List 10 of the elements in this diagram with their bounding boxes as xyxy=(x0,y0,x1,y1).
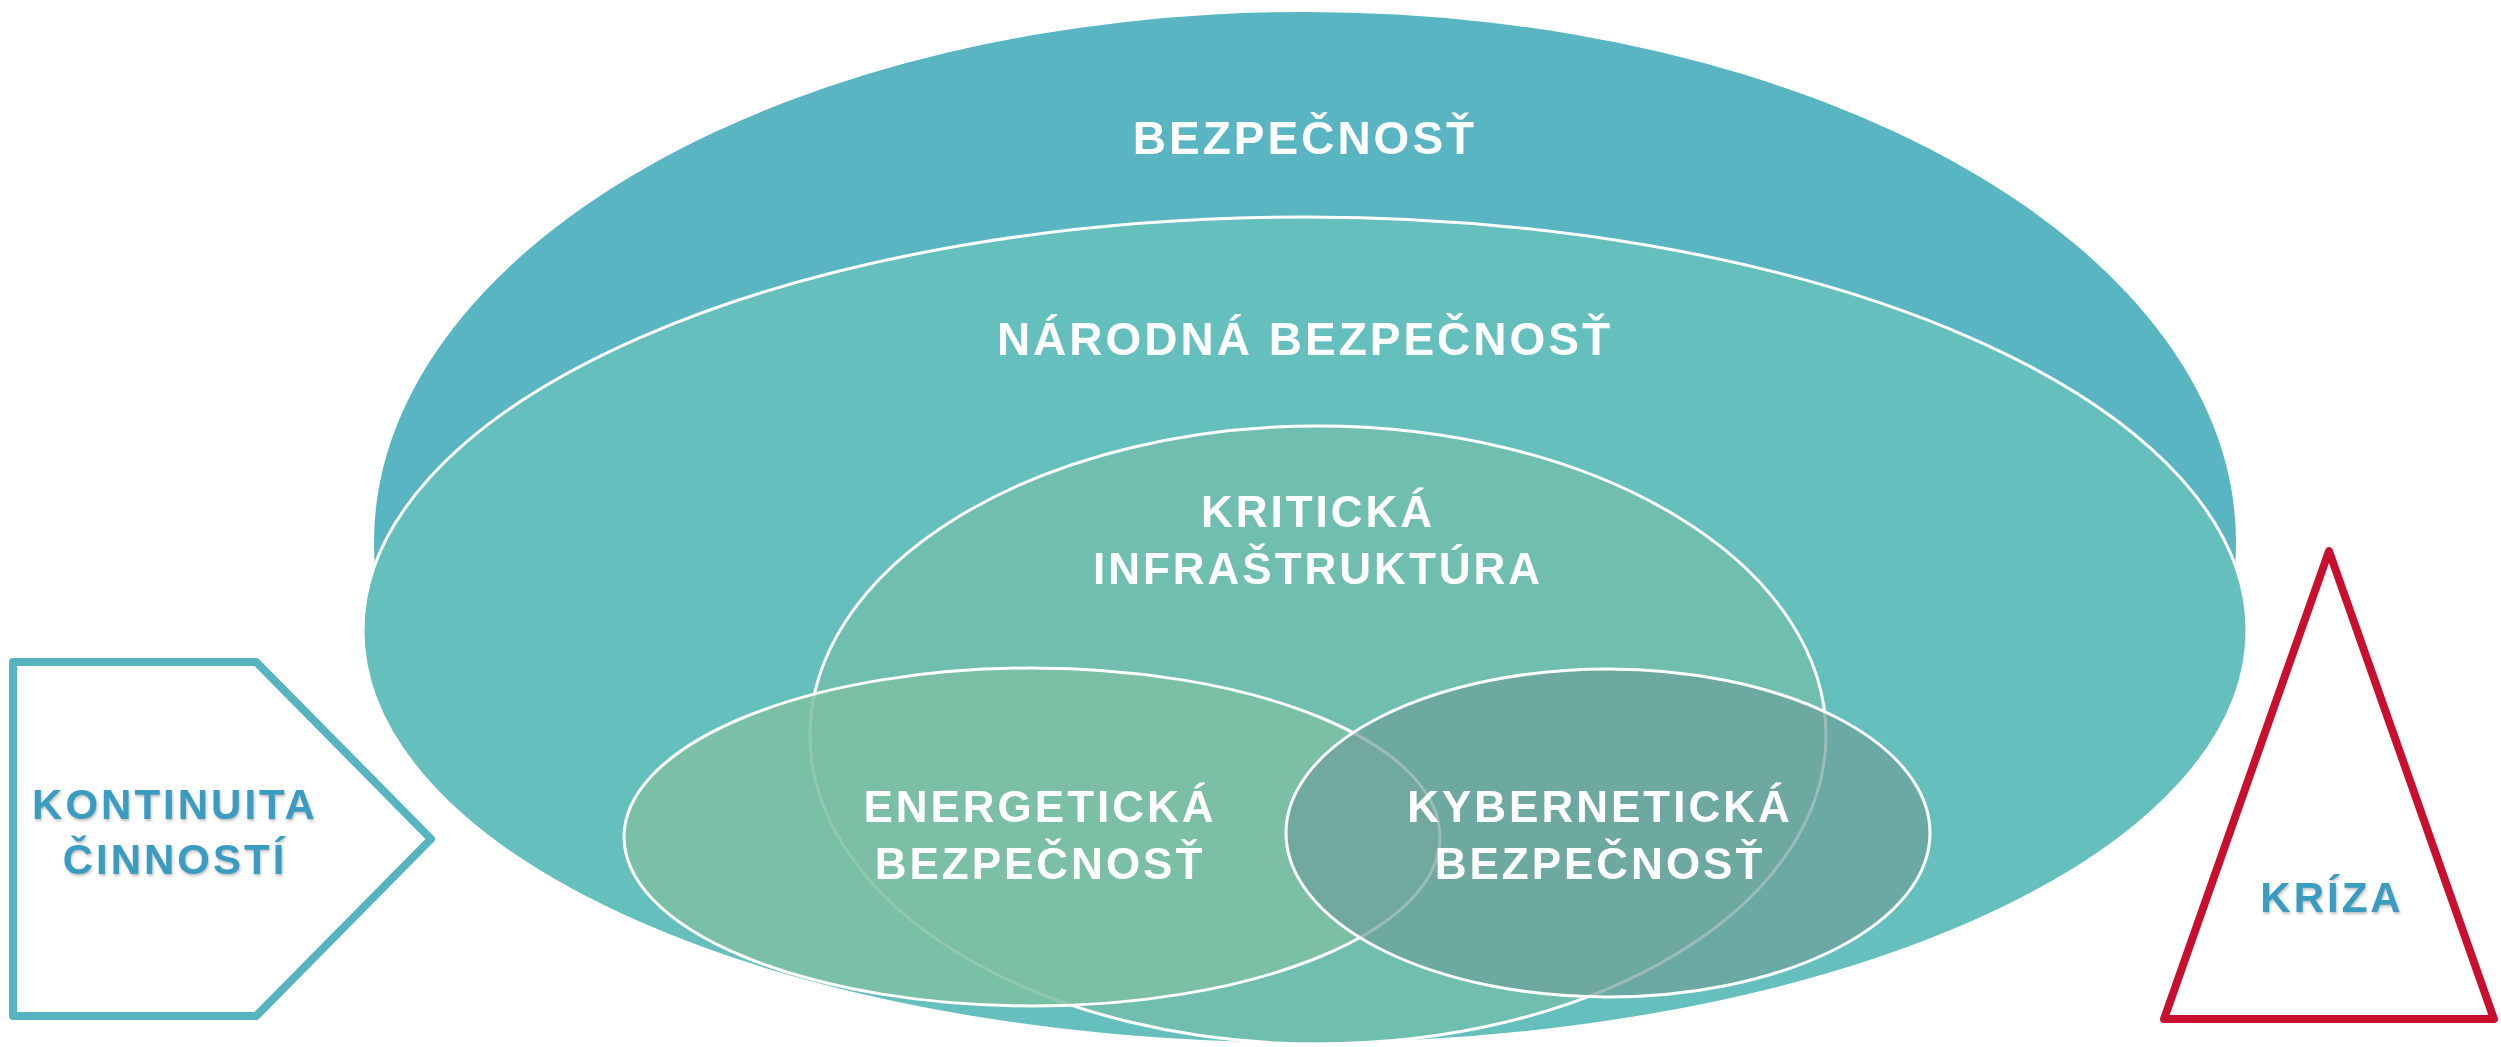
region-label: BEZPEČNOSŤ xyxy=(1131,111,1479,167)
region-label: KONTINUITA ČINNOSTÍ xyxy=(31,780,319,885)
arrow-shape xyxy=(8,657,436,1021)
region-label: NÁRODNÁ BEZPEČNOSŤ xyxy=(995,312,1615,368)
region-label: ENERGETICKÁ BEZPEČNOSŤ xyxy=(862,780,1218,890)
ellipse-region xyxy=(1284,667,1932,999)
region-label: KRÍZA xyxy=(2259,872,2405,923)
region-label: KYBERNETICKÁ BEZPEČNOSŤ xyxy=(1406,780,1794,890)
triangle-shape xyxy=(2158,545,2500,1025)
region-label: KRITICKÁ INFRAŠTRUKTÚRA xyxy=(1091,485,1545,595)
